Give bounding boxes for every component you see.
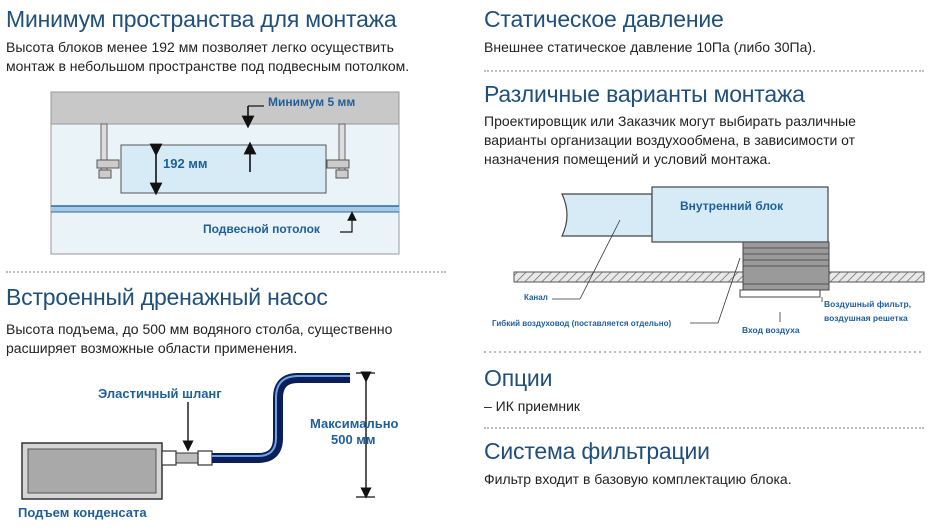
label-min-5mm: Минимум 5 мм: [268, 95, 355, 109]
ceiling-slab: [50, 91, 400, 125]
pump-text-1: Высота подъема, до 500 мм водяного столб…: [6, 321, 393, 337]
indoor-unit-block: [651, 186, 829, 243]
pressure-text: Внешнее статическое давление 10Па (либо …: [484, 39, 816, 55]
mounting-text-1: Высота блоков менее 192 мм позволяет лег…: [6, 39, 394, 55]
suspended-ceiling: [51, 206, 399, 212]
drain-hose: [212, 373, 350, 463]
label-suspended-ceiling: Подвесной потолок: [203, 222, 321, 236]
pump-text-2: расширяет возможные области применения.: [6, 340, 298, 356]
label-filter-1: Воздушный фильтр,: [824, 299, 911, 309]
filtration-title: Система фильтрации: [484, 438, 710, 464]
separator-left: [6, 271, 446, 273]
label-max-1: Максимально: [310, 416, 399, 431]
filtration-text: Фильтр входит в базовую комплектацию бло…: [484, 471, 792, 487]
label-elastic-hose: Эластичный шланг: [98, 386, 222, 401]
mounting-diagram: Минимум 5 мм 192 мм Подвесной потолок: [50, 91, 400, 255]
separator-right-2: [484, 427, 924, 429]
separator-right-1: [484, 70, 924, 72]
options-text: – ИК приемник: [484, 398, 581, 414]
slab: [513, 271, 925, 283]
variants-text-2: варианты организации воздухообмена, в за…: [484, 132, 856, 148]
indoor-unit-box: [120, 144, 327, 194]
label-condensate-lift: Подъем конденсата: [18, 505, 147, 520]
options-title: Опции: [484, 365, 553, 391]
label-flex-duct: Гибкий воздуховод (поставляется отдельно…: [492, 319, 671, 328]
label-indoor-unit: Внутренний блок: [680, 199, 784, 213]
variants-text-1: Проектировщик или Заказчик могут выбират…: [484, 113, 856, 129]
duct: [561, 193, 653, 237]
mounting-title: Минимум пространства для монтажа: [6, 6, 397, 32]
air-grille: [739, 289, 821, 298]
mounting-text-2: монтаж в небольшом пространстве под подв…: [6, 58, 410, 74]
pressure-title: Статическое давление: [484, 6, 724, 32]
label-filter-2: воздушная решетка: [824, 313, 908, 323]
label-air-inlet: Вход воздуха: [742, 325, 800, 335]
pump-diagram: Эластичный шланг Максимально 500 мм Подъ…: [18, 371, 399, 520]
variants-text-3: назначения помещений и условий монтажа.: [484, 151, 772, 167]
variants-title: Различные варианты монтажа: [484, 81, 805, 107]
variants-diagram: Внутренний блок Канал Гибкий воздуховод …: [484, 186, 925, 353]
label-max-2: 500 мм: [331, 432, 376, 447]
label-channel: Канал: [524, 293, 548, 302]
label-192mm: 192 мм: [163, 156, 208, 171]
pump-title: Встроенный дренажный насос: [6, 284, 328, 310]
